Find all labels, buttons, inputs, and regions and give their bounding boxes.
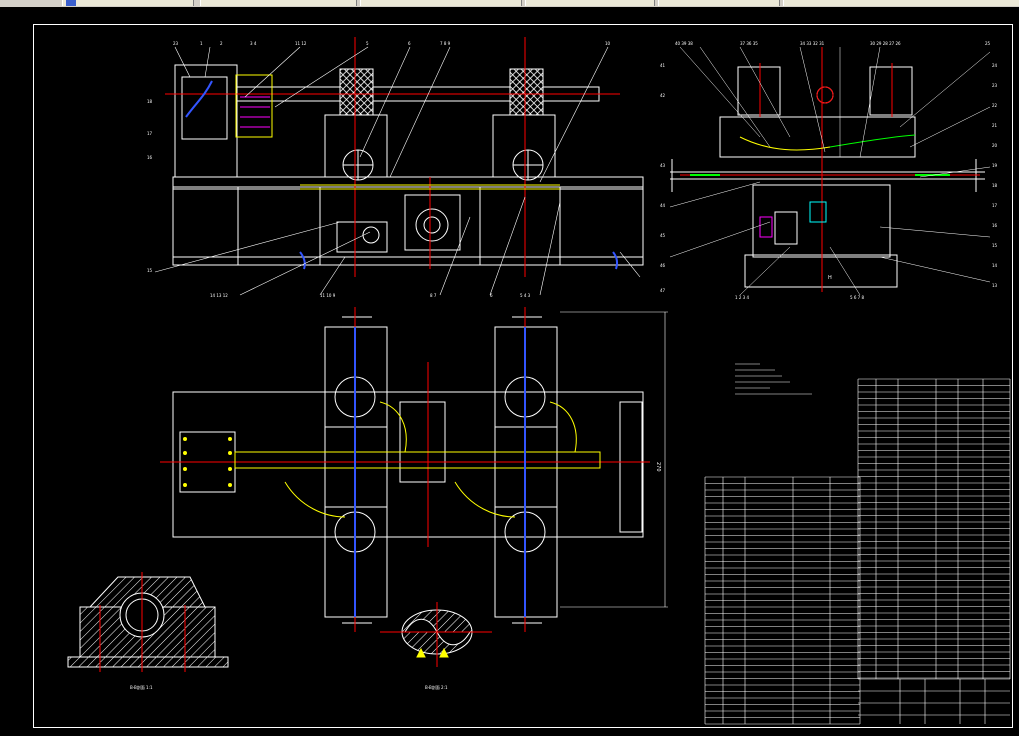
section-b-coupling <box>380 602 492 667</box>
section-b-label: B-B剖面 2:1 <box>425 684 448 690</box>
svg-text:17: 17 <box>147 131 153 136</box>
section-a-bearing <box>67 572 229 672</box>
svg-text:16: 16 <box>992 223 998 228</box>
svg-text:6: 6 <box>490 293 493 298</box>
svg-text:14: 14 <box>992 263 998 268</box>
svg-text:23: 23 <box>173 41 179 46</box>
svg-text:24: 24 <box>992 63 998 68</box>
tab-drawing-2[interactable] <box>200 0 357 6</box>
section-a-label: B-B剖面 1:1 <box>130 684 153 690</box>
drawing-border-frame <box>33 24 1013 728</box>
view-label-h: H <box>828 275 832 281</box>
svg-text:41: 41 <box>660 63 666 68</box>
svg-text:47: 47 <box>660 288 666 293</box>
svg-text:18: 18 <box>147 99 153 104</box>
svg-text:5 4 3: 5 4 3 <box>520 293 531 298</box>
side-view-part-numbers: 40 39 38 37 36 35 34 33 32 31 30 29 28 27 2… <box>660 41 998 300</box>
tab-drawing-1[interactable] <box>62 0 194 6</box>
front-view-part-numbers: 23 1 2 3 4 11 12 5 6 7 8 9 10 18 17 16 15 14 13 12… <box>147 41 611 298</box>
svg-text:5: 5 <box>366 41 369 46</box>
top-view-colored-details <box>160 307 650 632</box>
svg-text:16: 16 <box>147 155 153 160</box>
svg-text:1 2 3 4: 1 2 3 4 <box>735 295 749 300</box>
cad-drawing-canvas[interactable]: 23 1 2 3 4 11 12 5 6 7 8 9 10 18 17 16 15 14 13 12… <box>0 7 1019 736</box>
tab-drawing-5[interactable] <box>658 0 780 6</box>
svg-text:43: 43 <box>660 163 666 168</box>
front-view-colored-details <box>165 37 620 277</box>
side-view-colored-details <box>680 47 980 292</box>
svg-text:10: 10 <box>605 41 611 46</box>
svg-text:17: 17 <box>992 203 998 208</box>
hatch-block-right <box>509 68 544 116</box>
svg-text:5 6 7 8: 5 6 7 8 <box>850 295 864 300</box>
svg-text:8 7: 8 7 <box>430 293 437 298</box>
housing-left <box>324 114 388 178</box>
svg-text:7 8 9: 7 8 9 <box>440 41 451 46</box>
svg-text:23: 23 <box>992 83 998 88</box>
svg-text:13: 13 <box>992 283 998 288</box>
svg-text:14 13 12: 14 13 12 <box>210 293 228 298</box>
svg-text:15: 15 <box>147 268 153 273</box>
technical-notes <box>735 363 812 395</box>
svg-text:21: 21 <box>992 123 998 128</box>
cylinder-right <box>869 66 913 116</box>
svg-text:1: 1 <box>200 41 203 46</box>
hatch-block-left <box>339 68 374 116</box>
svg-text:19: 19 <box>992 163 998 168</box>
drawing-icon <box>66 0 76 6</box>
svg-text:2: 2 <box>220 41 223 46</box>
svg-text:37 36 35: 37 36 35 <box>740 41 758 46</box>
housing-right <box>492 114 556 178</box>
svg-text:44: 44 <box>660 203 666 208</box>
svg-text:22: 22 <box>992 103 998 108</box>
tab-drawing-3[interactable] <box>360 0 522 6</box>
upper-block <box>719 116 916 158</box>
svg-text:40 39 38: 40 39 38 <box>675 41 693 46</box>
svg-text:46: 46 <box>660 263 666 268</box>
svg-text:6: 6 <box>408 41 411 46</box>
base-frame <box>172 186 644 266</box>
svg-text:20: 20 <box>992 143 998 148</box>
left-bracket <box>174 64 238 178</box>
svg-text:42: 42 <box>660 93 666 98</box>
side-view-leaders <box>669 46 991 296</box>
svg-text:18: 18 <box>992 183 998 188</box>
top-view-frame <box>172 391 644 538</box>
front-view <box>172 64 644 266</box>
svg-text:34 33 32 31: 34 33 32 31 <box>800 41 825 46</box>
top-view-shaft <box>234 451 601 469</box>
dimension-label: 270 <box>655 462 661 472</box>
svg-text:25: 25 <box>985 41 991 46</box>
svg-text:45: 45 <box>660 233 666 238</box>
base-block <box>744 254 898 288</box>
svg-text:11 10 9: 11 10 9 <box>320 293 336 298</box>
cylinder-left <box>737 66 781 116</box>
cad-drawing: 23 1 2 3 4 11 12 5 6 7 8 9 10 18 17 16 15 14 13 12… <box>67 37 1011 725</box>
svg-text:11 12: 11 12 <box>295 41 307 46</box>
svg-text:3 4: 3 4 <box>250 41 257 46</box>
motor-housing <box>404 194 461 251</box>
bom-table <box>704 378 1011 725</box>
svg-text:15: 15 <box>992 243 998 248</box>
front-view-leaders <box>154 46 641 296</box>
tab-drawing-6[interactable] <box>783 0 1019 6</box>
tab-drawing-4[interactable] <box>525 0 655 6</box>
side-view <box>670 66 985 288</box>
svg-text:30 29 28 27 26: 30 29 28 27 26 <box>870 41 901 46</box>
